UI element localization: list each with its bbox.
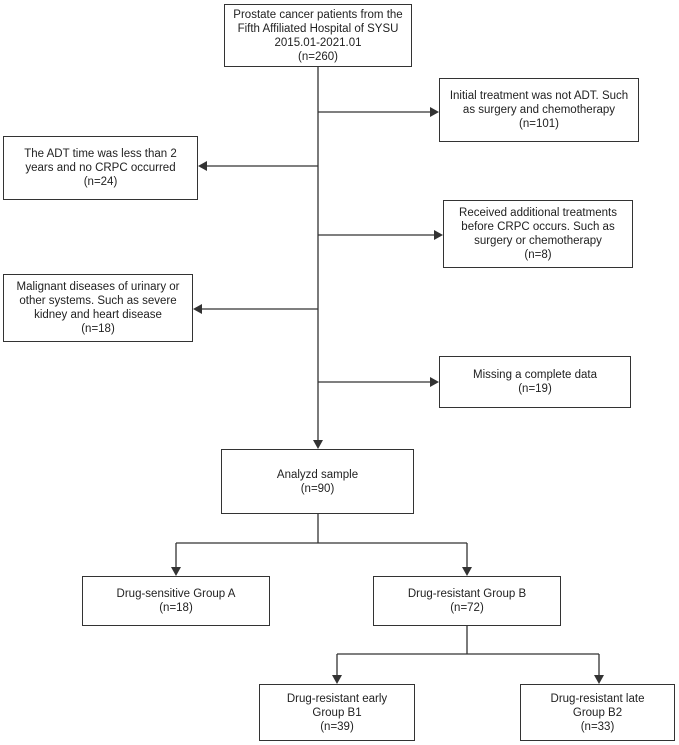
group-a-box: Drug-sensitive Group A (n=18) [82, 576, 270, 626]
group-b-box: Drug-resistant Group B (n=72) [373, 576, 561, 626]
exclusion-malignant-line-3: kidney and heart disease [34, 309, 162, 321]
group-b-label: Drug-resistant Group B [407, 588, 527, 600]
analyzed-sample-label: Analyzd sample [276, 468, 359, 481]
source-count: (n=260) [298, 50, 338, 63]
trunk-arrowhead [313, 440, 323, 449]
arrowhead-right-1 [430, 107, 439, 117]
exclusion-malignant-line-2: other systems. Such as severe [19, 295, 177, 307]
exclusion-not-adt-count: (n=101) [519, 118, 559, 130]
group-b2-line-1: Drug-resistant late [550, 692, 645, 705]
arrowhead-group-b1 [332, 675, 342, 684]
analyzed-sample-box: Analyzd sample (n=90) [221, 449, 414, 514]
group-b2-line-2: Group B2 [572, 706, 623, 719]
exclusion-short-adt-line-2: years and no CRPC occurred [25, 162, 176, 174]
exclusion-additional-count: (n=8) [524, 249, 552, 261]
exclusion-box-additional-treatment: Received additional treatments before CR… [443, 200, 633, 268]
group-b2-count: (n=33) [580, 720, 615, 733]
exclusion-short-adt-count: (n=24) [83, 176, 118, 188]
group-b2-box: Drug-resistant late Group B2 (n=33) [520, 684, 675, 741]
arrowhead-left-1 [198, 161, 207, 171]
exclusion-not-adt-line-2: as surgery and chemotherapy [462, 104, 616, 116]
group-b1-line-2: Group B1 [312, 706, 362, 719]
exclusion-short-adt-line-1: The ADT time was less than 2 [24, 148, 177, 160]
source-line-2: Fifth Affiliated Hospital of SYSU [237, 22, 399, 35]
arrowhead-group-b2 [594, 675, 604, 684]
exclusion-malignant-line-1: Malignant diseases of urinary or [16, 281, 180, 293]
source-line-1: Prostate cancer patients from the [233, 8, 403, 21]
group-b1-box: Drug-resistant early Group B1 (n=39) [259, 684, 415, 741]
group-a-count: (n=18) [159, 602, 193, 614]
exclusion-box-missing-data: Missing a complete data (n=19) [439, 356, 631, 408]
exclusion-box-short-adt: The ADT time was less than 2 years and n… [3, 136, 198, 200]
group-a-label: Drug-sensitive Group A [116, 588, 236, 600]
exclusion-malignant-count: (n=18) [81, 323, 115, 335]
exclusion-box-not-adt: Initial treatment was not ADT. Such as s… [439, 78, 639, 142]
group-b-count: (n=72) [450, 602, 484, 614]
group-b1-count: (n=39) [320, 720, 354, 733]
exclusion-missing-count: (n=19) [518, 383, 552, 395]
source-population-box: Prostate cancer patients from the Fifth … [224, 4, 412, 67]
exclusion-not-adt-line-1: Initial treatment was not ADT. Such [449, 90, 629, 102]
analyzed-sample-count: (n=90) [300, 482, 335, 495]
exclusion-additional-line-2: before CRPC occurs. Such as [461, 221, 615, 233]
arrowhead-left-2 [193, 304, 202, 314]
exclusion-missing-line-1: Missing a complete data [472, 369, 597, 381]
exclusion-box-malignant-disease: Malignant diseases of urinary or other s… [3, 274, 193, 342]
exclusion-additional-line-3: surgery or chemotherapy [474, 235, 602, 247]
arrowhead-right-3 [430, 377, 439, 387]
arrowhead-right-2 [434, 230, 443, 240]
arrowhead-group-b [462, 567, 472, 576]
exclusion-additional-line-1: Received additional treatments [459, 207, 617, 219]
source-line-3: 2015.01-2021.01 [274, 36, 362, 49]
arrowhead-group-a [171, 567, 181, 576]
group-b1-line-1: Drug-resistant early [286, 692, 388, 705]
